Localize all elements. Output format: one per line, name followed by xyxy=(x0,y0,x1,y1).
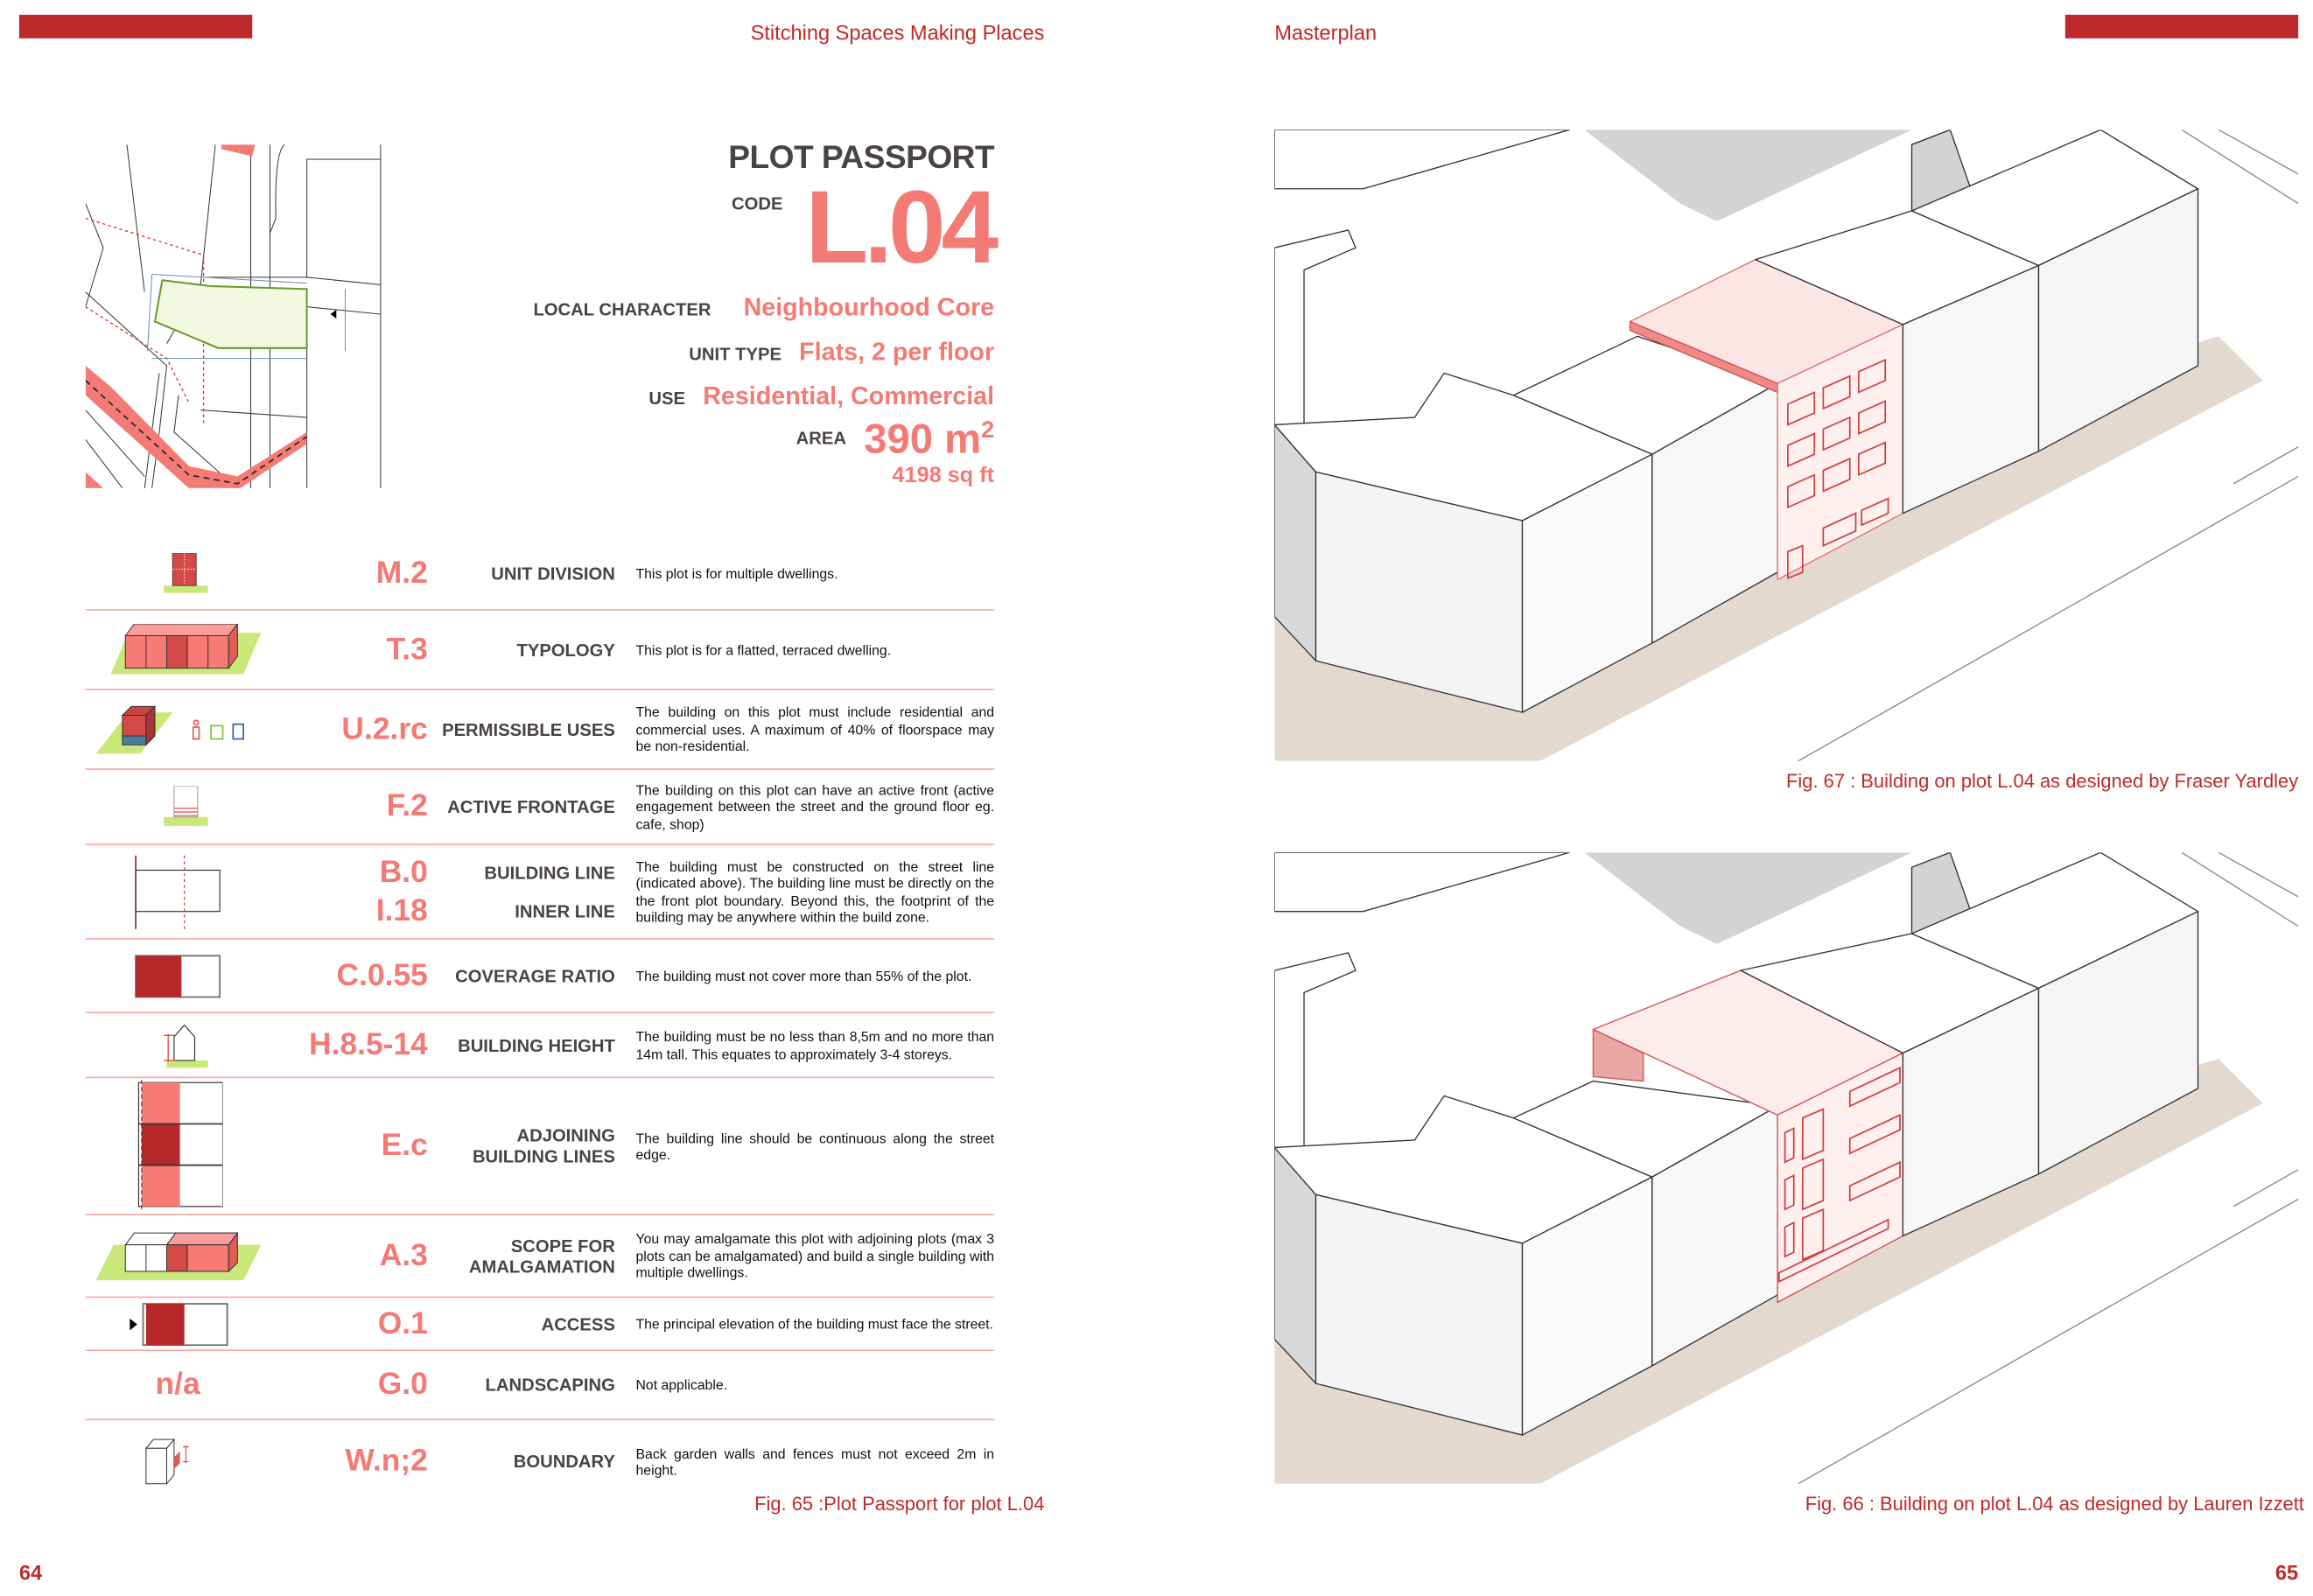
local-character-value: Neighbourhood Core xyxy=(743,293,995,322)
local-character-label: LOCAL CHARACTER xyxy=(533,299,711,320)
rule-code: H.8.5-14 xyxy=(309,1027,428,1061)
figure-66-caption: Fig. 66 : Building on plot L.04 as desig… xyxy=(1805,1492,2304,1516)
table-row: n/a G.0 LANDSCAPING Not applicable. xyxy=(85,1351,995,1421)
rule-label: BUILDING LINE xyxy=(484,862,615,883)
figure-66-building-render xyxy=(1274,852,2299,1484)
rule-code: C.0.55 xyxy=(336,957,428,992)
table-row: T.3 TYPOLOGY This plot is for a flatted,… xyxy=(85,611,995,690)
figure-67-caption: Fig. 67 : Building on plot L.04 as desig… xyxy=(1786,769,2299,793)
table-row: F.2 ACTIVE FRONTAGE The building on this… xyxy=(85,770,995,845)
rule-code: O.1 xyxy=(377,1306,428,1340)
permissible-uses-icon xyxy=(86,703,270,756)
area-sqft: 4198 sq ft xyxy=(892,463,995,488)
plot-passport-title: PLOT PASSPORT xyxy=(728,138,995,176)
area-value: 390 m xyxy=(864,416,982,462)
active-frontage-icon xyxy=(86,786,270,827)
rule-label: BOUNDARY xyxy=(513,1451,615,1473)
building-line-icon xyxy=(86,854,270,929)
code-label: CODE xyxy=(732,192,783,214)
typology-icon xyxy=(86,623,270,676)
rule-code: U.2.rc xyxy=(341,711,428,746)
page-number-right: 65 xyxy=(2274,1560,2299,1585)
rule-description: You may amalgamate this plot with adjoin… xyxy=(635,1230,995,1281)
rule-code: M.2 xyxy=(375,556,428,591)
rule-code: E.c xyxy=(381,1128,428,1163)
rule-description: This plot is for a flatted, terraced dwe… xyxy=(635,640,892,658)
coverage-ratio-icon xyxy=(86,954,270,998)
passport-rules-table: M.2 UNIT DIVISION This plot is for multi… xyxy=(85,538,995,1502)
rule-label: ADJOINING BUILDING LINES xyxy=(472,1125,615,1167)
rule-code: F.2 xyxy=(386,788,428,823)
table-row: A.3 SCOPE FOR AMALGAMATION You may amalg… xyxy=(85,1215,995,1298)
table-row: C.0.55 COVERAGE RATIO The building must … xyxy=(85,940,995,1014)
rule-code: A.3 xyxy=(379,1238,428,1272)
rule-description: The building line should be continuous a… xyxy=(635,1129,995,1163)
rule-code-inner-line: I.18 xyxy=(375,892,428,928)
adjoining-lines-icon xyxy=(86,1079,270,1213)
rule-description: The building must not cover more than 55… xyxy=(635,967,972,984)
rule-description: The building on this plot must include r… xyxy=(635,704,995,754)
not-applicable-text: n/a xyxy=(155,1367,200,1402)
rule-label-inner-line: INNER LINE xyxy=(515,900,615,921)
access-icon xyxy=(86,1302,270,1347)
unit-division-icon xyxy=(86,553,270,594)
rule-code: G.0 xyxy=(377,1367,428,1402)
rule-description: The principal elevation of the building … xyxy=(635,1315,993,1332)
rule-description: The building must be no less than 8,5m a… xyxy=(635,1028,995,1061)
page-number-left: 64 xyxy=(18,1560,43,1585)
rule-description: This plot is for multiple dwellings. xyxy=(635,565,838,582)
rule-label: LANDSCAPING xyxy=(485,1374,615,1396)
rule-label: COVERAGE RATIO xyxy=(455,965,615,986)
unit-type-value: Flats, 2 per floor xyxy=(799,338,995,367)
area-unit-superscript: 2 xyxy=(981,418,995,444)
rule-label: PERMISSIBLE USES xyxy=(442,718,615,740)
amalgamation-icon xyxy=(86,1229,270,1283)
boundary-icon xyxy=(86,1437,270,1487)
rule-code: B.0 xyxy=(379,854,428,889)
use-value: Residential, Commercial xyxy=(703,382,995,410)
header-section: Masterplan xyxy=(1274,20,1377,45)
header-book-title: Stitching Spaces Making Places xyxy=(750,20,1045,45)
rule-label: TYPOLOGY xyxy=(516,639,615,661)
plot-code: L.04 xyxy=(805,169,999,285)
rule-label: BUILDING HEIGHT xyxy=(458,1034,615,1056)
rule-code: T.3 xyxy=(386,632,428,667)
rule-description: The building on this plot can have an ac… xyxy=(635,781,995,832)
rule-code: W.n;2 xyxy=(345,1444,428,1478)
rule-description: Back garden walls and fences must not ex… xyxy=(635,1445,995,1478)
header-bar-left xyxy=(18,14,253,38)
rule-label: UNIT DIVISION xyxy=(491,563,615,584)
header-bar-right xyxy=(2064,14,2299,38)
figure-65-caption: Fig. 65 :Plot Passport for plot L.04 xyxy=(754,1492,1045,1516)
rule-label: SCOPE FOR AMALGAMATION xyxy=(468,1235,615,1277)
table-row: O.1 ACCESS The principal elevation of th… xyxy=(85,1298,995,1352)
site-plan-map xyxy=(85,144,382,488)
rule-label: ACCESS xyxy=(541,1313,615,1334)
rule-label: ACTIVE FRONTAGE xyxy=(447,796,615,817)
area-label: AREA xyxy=(796,427,847,449)
table-row: E.c ADJOINING BUILDING LINES The buildin… xyxy=(85,1078,995,1215)
rule-description: The building must be constructed on the … xyxy=(635,858,995,925)
table-row: H.8.5-14 BUILDING HEIGHT The building mu… xyxy=(85,1013,995,1079)
table-row: U.2.rc PERMISSIBLE USES The building on … xyxy=(85,690,995,770)
rule-description: Not applicable. xyxy=(635,1376,728,1393)
use-label: USE xyxy=(648,388,686,409)
table-row: M.2 UNIT DIVISION This plot is for multi… xyxy=(85,538,995,611)
figure-67-building-render xyxy=(1274,130,2299,761)
table-row: W.n;2 BOUNDARY Back garden walls and fen… xyxy=(86,1420,994,1502)
building-height-icon xyxy=(86,1021,270,1068)
unit-type-label: UNIT TYPE xyxy=(689,343,782,365)
